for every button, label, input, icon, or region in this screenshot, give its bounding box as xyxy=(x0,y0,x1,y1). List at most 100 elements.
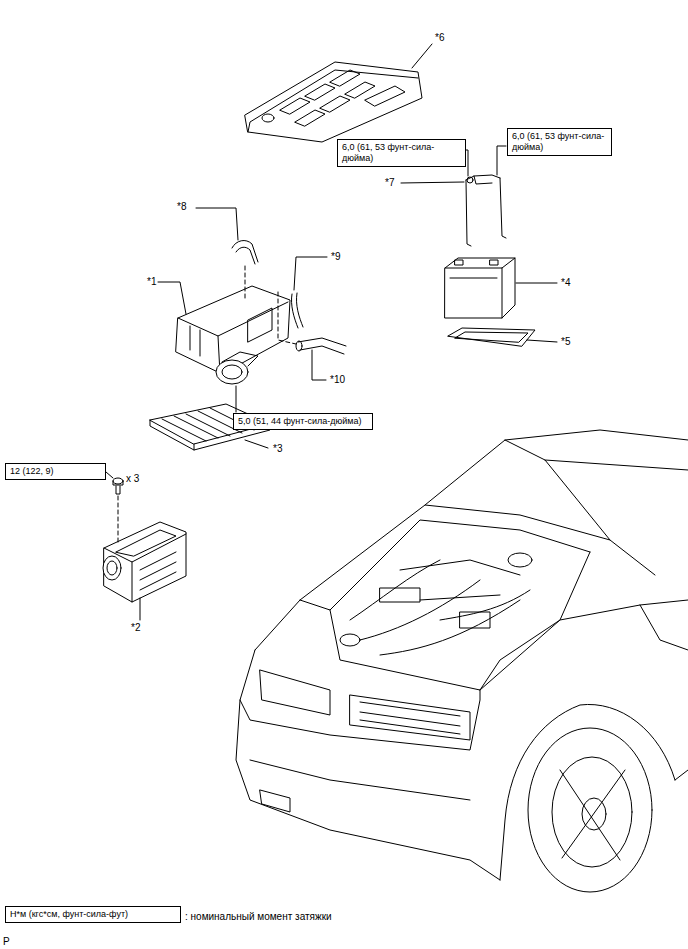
air-hose-part xyxy=(298,338,346,346)
torque-box: 6,0 (61, 53 фунт-сила-дюйма) xyxy=(507,128,612,156)
engine-cover-part xyxy=(345,82,375,98)
air-hose-part xyxy=(296,341,302,351)
callout-number: *1 xyxy=(146,276,157,288)
battery xyxy=(445,258,515,318)
page-mark: P xyxy=(2,936,11,948)
leader-lines-part xyxy=(158,282,186,314)
torque-box: 12 (122, 9) xyxy=(5,463,106,480)
vehicle-outline-part xyxy=(260,670,330,715)
engine-cover-part xyxy=(305,84,335,100)
callout-number: *3 xyxy=(272,443,283,455)
battery-tray xyxy=(448,328,535,346)
engine-cover-part xyxy=(365,86,405,106)
leader-lines-part xyxy=(294,257,327,290)
air-cleaner-case-part xyxy=(104,522,186,602)
battery-part xyxy=(445,258,515,318)
dashed-guides-part xyxy=(245,266,246,300)
engine-cover xyxy=(245,62,422,142)
air-cleaner-cap-part xyxy=(216,360,248,384)
air-cleaner-cap-part xyxy=(190,326,200,356)
vehicle-outline-part xyxy=(528,728,652,892)
callout-number: *6 xyxy=(434,32,445,44)
air-cleaner-case-part xyxy=(103,556,121,580)
torque-value: 6,0 (61, 53 фунт-сила-дюйма) xyxy=(342,142,461,164)
air-cleaner-cap-part xyxy=(222,365,242,379)
bolt-part xyxy=(113,481,123,494)
leader-lines-part xyxy=(516,283,557,284)
engine-cover-part xyxy=(280,98,310,114)
vehicle-outline-part xyxy=(505,440,610,540)
callout-number: *5 xyxy=(560,336,571,348)
leader-lines-part xyxy=(196,208,238,240)
callout-number: *9 xyxy=(330,251,341,263)
vehicle-outline-part xyxy=(560,770,625,860)
air-cleaner-case-part xyxy=(107,561,117,575)
air-hose-part xyxy=(300,346,344,354)
dashed-guides-part xyxy=(118,496,119,544)
vehicle-outline-part xyxy=(460,612,490,628)
legend-note: : номинальный момент затяжки xyxy=(184,911,333,923)
vehicle-outline-part xyxy=(508,553,532,567)
engine-cover-part xyxy=(262,114,274,122)
vehicle-outline-part xyxy=(552,757,632,867)
vehicle-outline-part xyxy=(640,605,688,650)
ventilation-hose xyxy=(232,241,258,264)
vehicle-outline-part xyxy=(240,650,480,750)
air-cleaner-case xyxy=(103,522,186,602)
vehicle-outline-part xyxy=(236,700,500,880)
bolt-part xyxy=(113,478,123,484)
callout-number: *2 xyxy=(130,622,141,634)
vehicle-outline-part xyxy=(545,460,688,470)
vehicle-outline-part xyxy=(480,600,688,690)
battery-clamp-part xyxy=(466,180,471,246)
vacuum-hose xyxy=(291,293,303,328)
torque-value: Н*м (кгс*см, фунт-сила-фут) xyxy=(10,909,176,920)
legend-box: Н*м (кгс*см, фунт-сила-фут) xyxy=(5,906,181,923)
vehicle-outline-part xyxy=(500,704,675,880)
bolt xyxy=(113,478,123,494)
vehicle-outline-part xyxy=(360,702,460,734)
torque-value: 5,0 (51, 44 фунт-сила-дюйма) xyxy=(238,416,368,427)
battery-part xyxy=(455,260,463,265)
vehicle-outline-part xyxy=(380,588,420,602)
vehicle-outline-part xyxy=(675,770,688,780)
battery-clamp-part xyxy=(500,178,506,238)
air-cleaner-case-part xyxy=(104,534,186,602)
vehicle-outline-part xyxy=(250,760,470,800)
engine-cover-part xyxy=(320,96,350,112)
engine-cover-part xyxy=(295,110,325,126)
battery-part xyxy=(445,258,515,318)
leader-lines-part xyxy=(245,440,268,448)
leader-lines-part xyxy=(497,146,506,175)
engine-cover-part xyxy=(245,62,422,142)
torque-value: 6,0 (61, 53 фунт-сила-дюйма) xyxy=(512,131,607,153)
vehicle-outline-part xyxy=(300,520,590,610)
vehicle-outline-part xyxy=(255,505,655,650)
battery-clamp-part xyxy=(474,176,492,184)
battery-clamp xyxy=(466,175,506,246)
battery-clamp-part xyxy=(467,177,473,183)
callout-number: *7 xyxy=(384,177,395,189)
battery-tray-part xyxy=(448,328,535,346)
torque-box: 5,0 (51, 44 фунт-сила-дюйма) xyxy=(233,413,373,430)
vehicle-outline-part xyxy=(340,634,360,646)
leader-lines-part xyxy=(412,44,432,68)
callout-number: *10 xyxy=(329,374,346,386)
callout-number: *8 xyxy=(176,201,187,213)
vehicle-outline xyxy=(236,430,688,892)
leader-lines-part xyxy=(106,472,113,478)
leader-lines-part xyxy=(140,598,141,620)
torque-value: 12 (122, 9) xyxy=(10,466,101,477)
vehicle-outline-part xyxy=(260,790,290,812)
dashed-guides xyxy=(118,266,296,544)
leader-lines-part xyxy=(527,340,557,342)
air-cleaner-cap-part xyxy=(248,308,272,342)
air-cleaner-case-part xyxy=(116,530,176,556)
air-cleaner-cap xyxy=(176,286,290,384)
leader-lines-part xyxy=(401,182,464,183)
battery-tray-part xyxy=(455,332,528,342)
air-cleaner-case-part xyxy=(140,552,176,590)
ventilation-hose-part xyxy=(232,241,258,262)
leader-lines-part xyxy=(466,150,468,176)
engine-cover-part xyxy=(330,70,360,86)
